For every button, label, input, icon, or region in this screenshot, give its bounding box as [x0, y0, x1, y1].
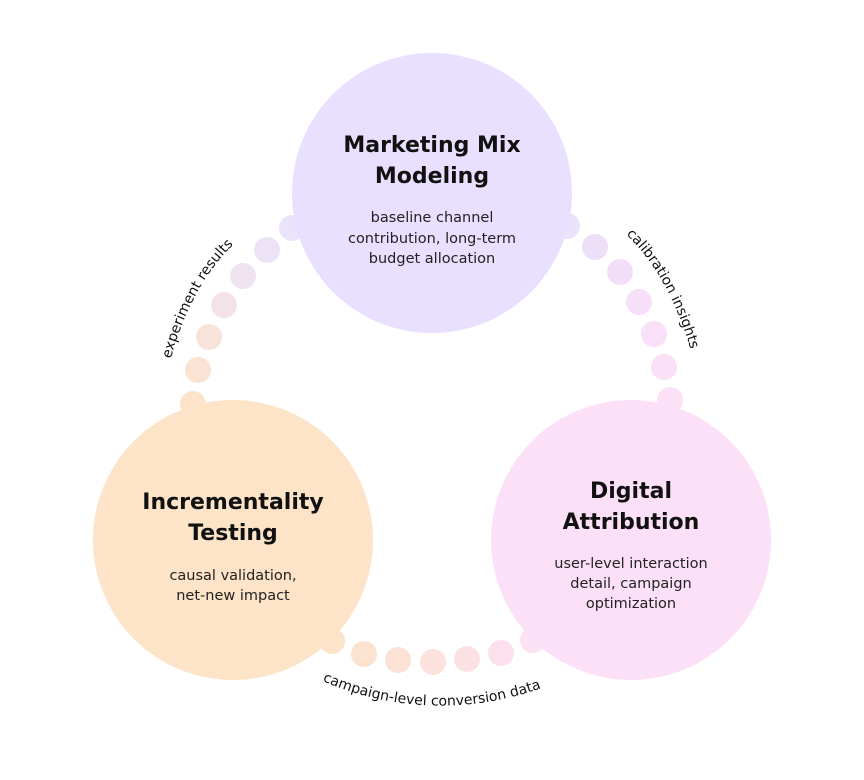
- node-mmm-title-1: Marketing Mix: [343, 133, 520, 158]
- node-mmm-title-2: Modeling: [375, 164, 489, 189]
- connector-dots-bottom: [319, 627, 546, 675]
- connector-dots-left: [180, 215, 305, 417]
- node-incrementality-desc-2: net-new impact: [176, 588, 290, 604]
- node-mmm-desc-2: contribution, long-term: [348, 231, 516, 247]
- node-attribution-circle: [491, 400, 771, 680]
- node-attribution: Digital Attribution user-level interacti…: [554, 479, 707, 612]
- connector-dot: [196, 324, 222, 350]
- node-incrementality-desc-1: causal validation,: [169, 568, 296, 584]
- node-mmm-desc-3: budget allocation: [369, 251, 495, 267]
- connector-dot: [454, 646, 480, 672]
- node-mmm-circle: [292, 53, 572, 333]
- connector-dot: [488, 640, 514, 666]
- node-incrementality-title-2: Testing: [188, 521, 278, 546]
- connector-dot: [185, 357, 211, 383]
- connector-dot: [420, 649, 446, 675]
- connector-dot: [351, 641, 377, 667]
- node-attribution-desc-3: optimization: [586, 596, 676, 612]
- connector-dot: [641, 321, 667, 347]
- connector-dot: [230, 263, 256, 289]
- node-mmm-desc-1: baseline channel: [371, 210, 494, 226]
- connector-label-campaign-conversion: campaign-level conversion data: [321, 670, 543, 710]
- connector-dot: [626, 289, 652, 315]
- connector-dot: [211, 292, 237, 318]
- connector-dots-right: [554, 213, 683, 413]
- node-attribution-title-2: Attribution: [563, 510, 700, 535]
- connector-dot: [607, 259, 633, 285]
- connector-dot: [254, 237, 280, 263]
- node-attribution-title-1: Digital: [590, 479, 672, 504]
- connector-dot: [651, 354, 677, 380]
- node-mmm: Marketing Mix Modeling baseline channel …: [343, 133, 520, 267]
- node-incrementality-circle: [93, 400, 373, 680]
- node-attribution-desc-1: user-level interaction: [554, 556, 707, 572]
- connector-dot: [582, 234, 608, 260]
- node-incrementality-title-1: Incrementality: [142, 490, 323, 515]
- node-attribution-desc-2: detail, campaign: [570, 576, 691, 592]
- node-incrementality: Incrementality Testing causal validation…: [142, 490, 323, 604]
- connector-dot: [385, 647, 411, 673]
